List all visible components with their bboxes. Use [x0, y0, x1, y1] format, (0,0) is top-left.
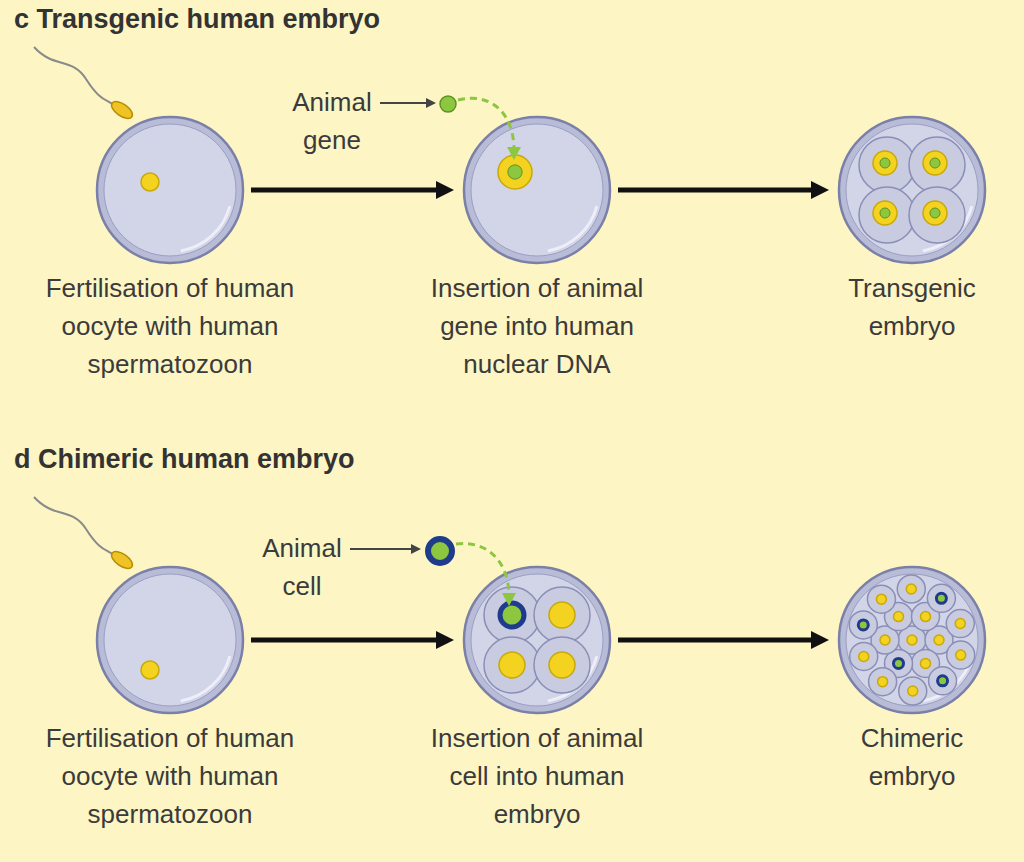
nucleus [955, 619, 965, 629]
embryo-drawing [25, 567, 315, 713]
embryo-stage: Fertilisation of human oocyte with human… [25, 117, 315, 383]
nucleus [908, 686, 918, 696]
nucleus [923, 151, 947, 175]
nucleus [921, 658, 931, 668]
animal-cell [894, 658, 904, 668]
stage-caption: Fertilisation of human oocyte with human… [25, 719, 315, 833]
blastomere [859, 187, 915, 243]
animal-gene [880, 158, 890, 168]
blastomere [899, 677, 927, 705]
nucleus [499, 652, 525, 678]
oocyte-outline [839, 567, 985, 713]
nucleus [549, 602, 575, 628]
blastomere [869, 668, 897, 696]
animal-gene [440, 96, 456, 112]
oocyte-outline [839, 117, 985, 263]
process-arrow [618, 638, 811, 643]
stage-caption: Insertion of animal cell into human embr… [417, 719, 657, 833]
callout-label: Animal cell [252, 529, 352, 605]
animal-cell [428, 539, 452, 563]
blastomere [909, 187, 965, 243]
blastomere [484, 587, 540, 643]
blastomere [909, 137, 965, 193]
blastomere [859, 137, 915, 193]
nucleus [498, 155, 532, 189]
embryo-stage: Fertilisation of human oocyte with human… [25, 567, 315, 833]
blastomere [929, 667, 957, 695]
embryo-drawing [25, 117, 315, 263]
blastomere [946, 610, 974, 638]
process-arrow [251, 188, 436, 193]
callout-label: Animal gene [282, 83, 382, 159]
animal-gene [880, 208, 890, 218]
blastomere [534, 637, 590, 693]
stage-caption: Insertion of animal gene into human nucl… [417, 269, 657, 383]
nucleus [141, 661, 159, 679]
insertion-arrow [458, 98, 514, 148]
blastomere [867, 585, 895, 613]
pointer-line [350, 544, 421, 554]
animal-gene [930, 208, 940, 218]
blastomere [850, 642, 878, 670]
insertion-arrow [456, 544, 509, 594]
embryo-stage: Insertion of animal gene into human nucl… [417, 117, 657, 383]
nucleus [894, 612, 904, 622]
embryo-stage: Transgenic embryo [827, 117, 997, 345]
nucleus [921, 612, 931, 622]
section-heading: c Transgenic human embryo [14, 0, 380, 38]
stage-caption: Chimeric embryo [827, 719, 997, 795]
stage-caption: Transgenic embryo [827, 269, 997, 345]
animal-cell [500, 603, 524, 627]
embryo-drawing [827, 567, 997, 713]
stage-caption: Fertilisation of human oocyte with human… [25, 269, 315, 383]
embryo-stage: Chimeric embryo [827, 567, 997, 795]
nucleus [878, 677, 888, 687]
animal-gene [930, 158, 940, 168]
embryo-stage: Insertion of animal cell into human embr… [417, 567, 657, 833]
pointer-line [380, 98, 436, 108]
oocyte-outline [97, 117, 243, 263]
embryo-drawing [417, 117, 657, 263]
blastomere [534, 587, 590, 643]
section-heading: d Chimeric human embryo [14, 440, 355, 478]
embryo-drawing [417, 567, 657, 713]
spermatozoon [34, 497, 135, 572]
nucleus [923, 201, 947, 225]
blastomere [849, 611, 877, 639]
animal-cell [858, 620, 868, 630]
animal-cell [936, 593, 946, 603]
nucleus [934, 635, 944, 645]
blastomere [484, 637, 540, 693]
spermatozoon [34, 47, 135, 122]
oocyte-outline [464, 567, 610, 713]
nucleus [549, 652, 575, 678]
nucleus [907, 635, 917, 645]
embryo-drawing [827, 117, 997, 263]
animal-gene [508, 165, 522, 179]
oocyte-outline [97, 567, 243, 713]
oocyte-outline [464, 117, 610, 263]
nucleus [873, 201, 897, 225]
nucleus [956, 650, 966, 660]
blastomere [927, 584, 955, 612]
blastomere [897, 575, 925, 603]
animal-cell [938, 676, 948, 686]
nucleus [906, 584, 916, 594]
blastomere [947, 641, 975, 669]
nucleus [876, 594, 886, 604]
nucleus [873, 151, 897, 175]
nucleus [141, 173, 159, 191]
nucleus [859, 651, 869, 661]
nucleus [880, 635, 890, 645]
process-arrow [618, 188, 811, 193]
process-arrow [251, 638, 436, 643]
